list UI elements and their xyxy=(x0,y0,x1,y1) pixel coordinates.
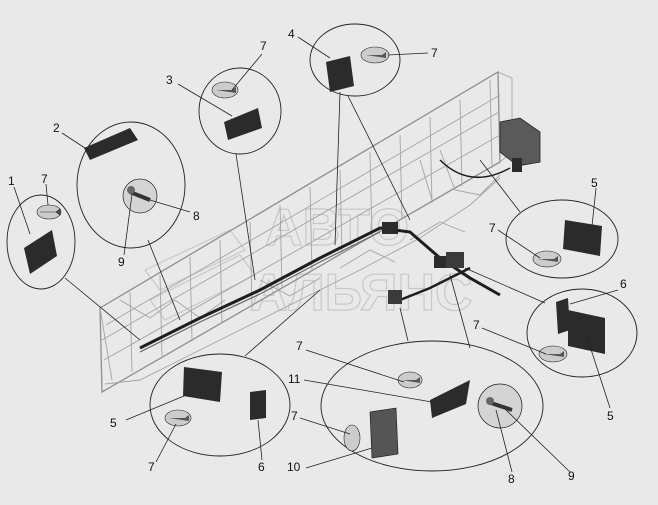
callout-label: 8 xyxy=(193,209,200,223)
screw-icon xyxy=(402,377,420,383)
trim-panel-icon xyxy=(430,380,470,418)
cover-plate-icon xyxy=(183,367,222,402)
callout-label: 7 xyxy=(431,46,438,60)
callout-label: 5 xyxy=(607,409,614,423)
screw-icon xyxy=(216,87,236,93)
callout-label: 7 xyxy=(296,339,303,353)
detail-circle-1 xyxy=(6,194,76,290)
trim-panel-icon xyxy=(84,128,138,160)
detail-circle-8 xyxy=(320,340,544,472)
screw-icon xyxy=(169,415,189,421)
callout-label: 11 xyxy=(288,372,301,386)
detail-circle-7 xyxy=(149,353,291,457)
cover-plate-icon xyxy=(563,220,602,256)
detail-circle-5 xyxy=(505,199,619,279)
detail-circle-4 xyxy=(309,23,401,97)
callout-label: 7 xyxy=(473,318,480,332)
detail-circle-6 xyxy=(526,288,638,378)
callout-leaders xyxy=(13,36,619,473)
detail-circle-2 xyxy=(76,121,186,249)
screw-icon xyxy=(544,351,564,357)
trim-panel-icon xyxy=(224,108,262,140)
callout-label: 7 xyxy=(489,221,496,235)
detail-circle-3 xyxy=(198,67,282,155)
trim-panel-icon xyxy=(24,230,57,274)
callout-label: 5 xyxy=(591,176,598,190)
callout-label: 8 xyxy=(508,472,515,486)
screw-icon xyxy=(40,208,61,216)
callout-label: 1 xyxy=(8,174,15,188)
callout-numbers: 1 7 2 9 8 3 7 4 7 5 7 6 7 5 7 11 7 10 8 … xyxy=(8,27,627,486)
callout-label: 7 xyxy=(148,460,155,474)
callout-label: 7 xyxy=(291,409,298,423)
rivet-icon xyxy=(486,397,494,405)
screw-icon xyxy=(538,256,558,262)
callout-label: 4 xyxy=(288,27,295,41)
screw-icon xyxy=(366,52,386,58)
connector-lines xyxy=(64,91,546,357)
callout-label: 7 xyxy=(260,39,267,53)
wiring-harness xyxy=(139,117,541,353)
callout-label: 5 xyxy=(110,416,117,430)
vent-grille-icon xyxy=(369,407,399,459)
callout-label: 7 xyxy=(41,172,48,186)
bus-frame xyxy=(99,70,515,394)
callout-label: 9 xyxy=(118,255,125,269)
trim-panel-icon xyxy=(326,56,354,92)
callout-label: 6 xyxy=(620,277,627,291)
callout-label: 6 xyxy=(258,460,265,474)
callout-label: 9 xyxy=(568,469,575,483)
grille-icon xyxy=(250,390,266,420)
grille-icon xyxy=(556,298,570,334)
callout-label: 10 xyxy=(287,460,301,474)
callout-label: 2 xyxy=(53,121,60,135)
watermark-line2: АЛЬЯНС xyxy=(250,264,473,322)
rivet-icon xyxy=(127,186,135,194)
cover-plate-icon xyxy=(568,310,605,354)
callout-label: 3 xyxy=(166,73,173,87)
